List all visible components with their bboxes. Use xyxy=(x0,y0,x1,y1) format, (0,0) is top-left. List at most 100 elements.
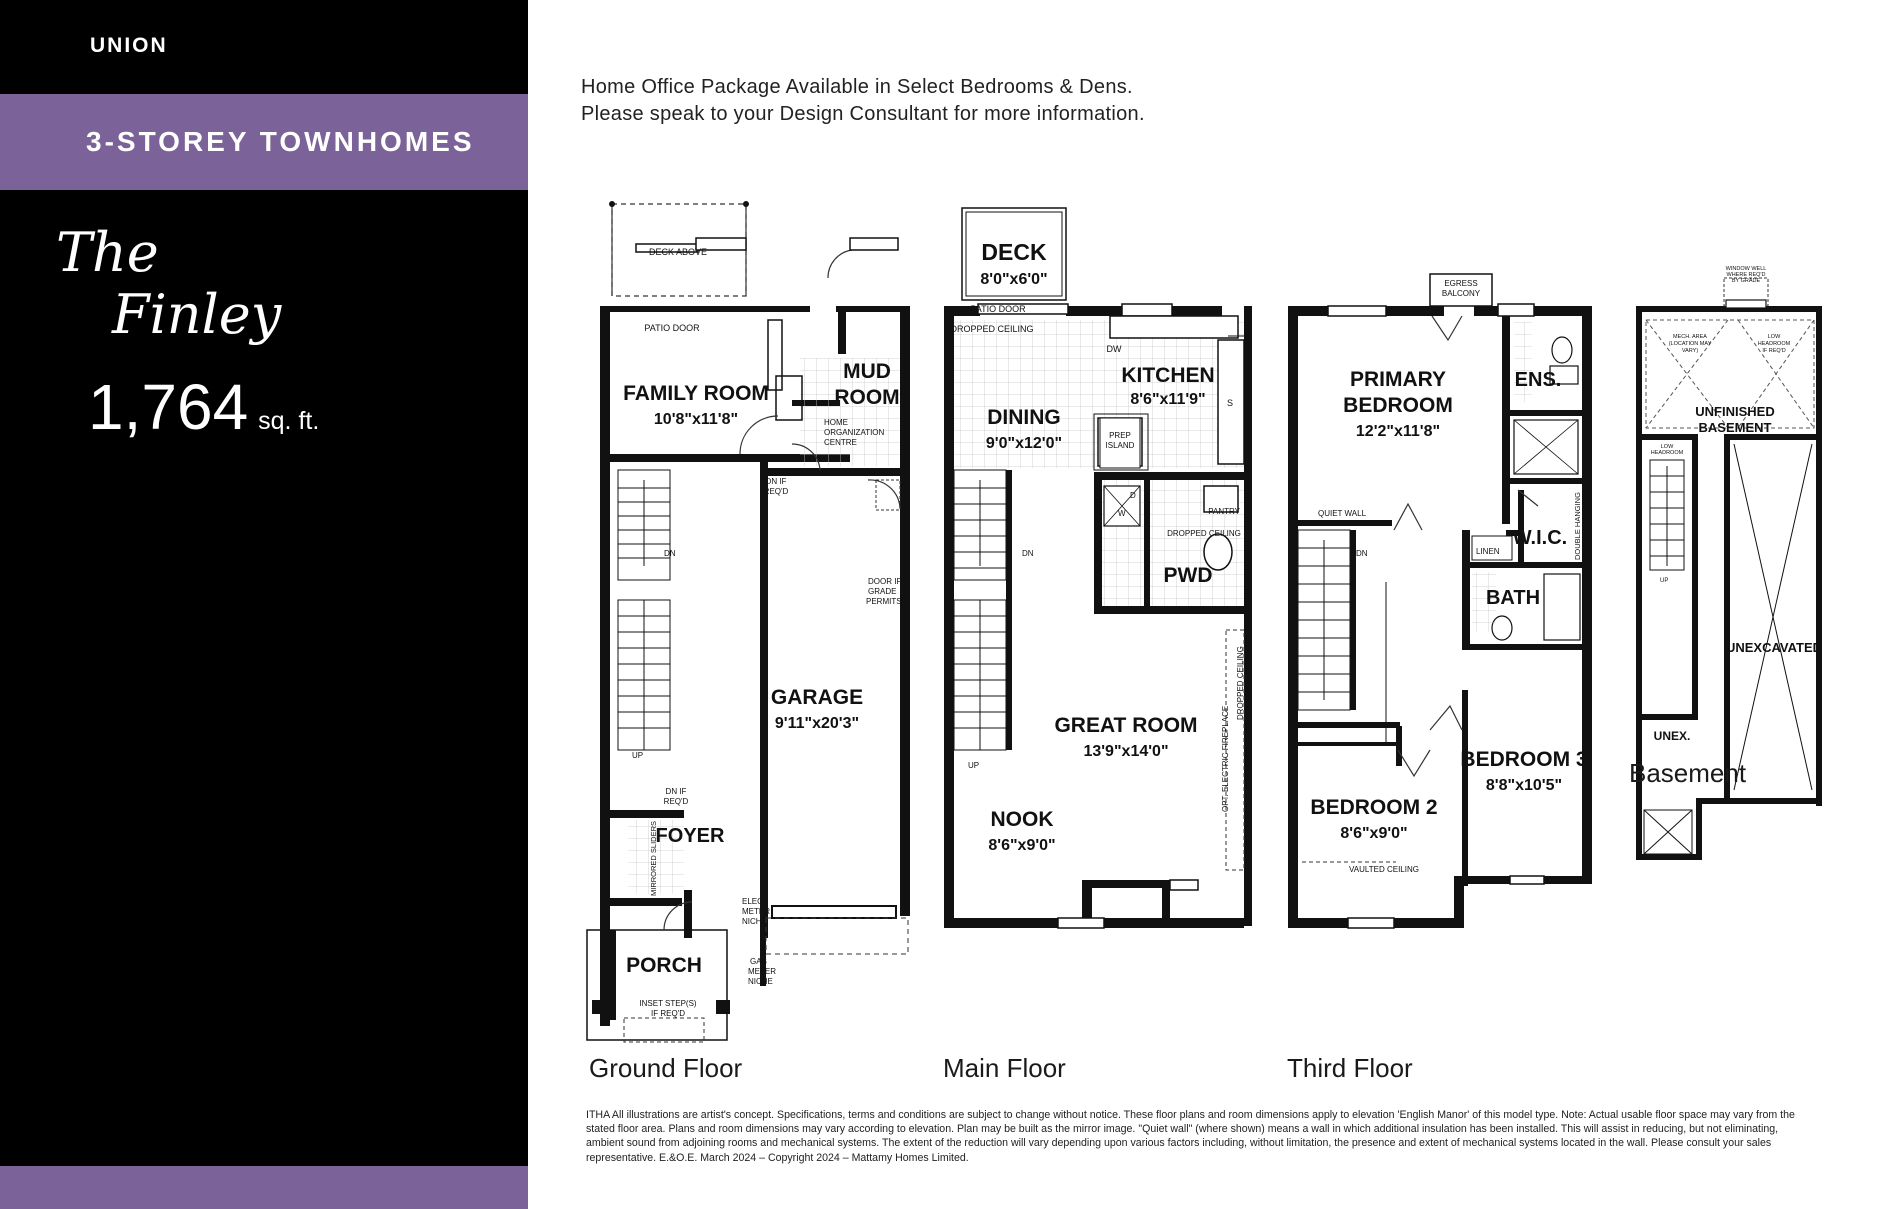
deck-dim: 8'0"x6'0" xyxy=(980,271,1047,288)
elec-meter-line3: NICHE xyxy=(742,917,767,926)
mech-area-line2: (LOCATION MAY xyxy=(1669,341,1712,347)
door-if-grade-line3: PERMITS xyxy=(866,597,902,606)
great-room-dropped-ceiling-label: DROPPED CEILING xyxy=(1236,646,1245,720)
unex-label: UNEX. xyxy=(1654,729,1691,743)
prep-island-line1: PREP xyxy=(1109,431,1131,440)
pantry-label: PANTRY xyxy=(1208,507,1240,516)
home-org-line2: ORGANIZATION xyxy=(824,428,885,437)
mech-area-line1: MECH. AREA xyxy=(1673,334,1707,340)
third-west-wall xyxy=(1288,306,1298,926)
sidebar: UNION 3-STOREY TOWNHOMES The Finley 1,76… xyxy=(0,0,528,1209)
great-room-label: GREAT ROOM xyxy=(1054,714,1197,737)
unfinished-basement-line1: UNFINISHED xyxy=(1695,404,1774,419)
main-up-label: UP xyxy=(968,761,979,770)
main-east-wall xyxy=(1244,306,1252,926)
low-headroom2-line2: HEADROOM xyxy=(1651,450,1684,456)
low-headroom-line1: LOW xyxy=(1768,334,1781,340)
third-dn-label: DN xyxy=(1356,549,1368,558)
category-band: 3-STOREY TOWNHOMES xyxy=(0,94,528,190)
primary-bedroom-line1: PRIMARY xyxy=(1350,368,1446,391)
sink-label: S xyxy=(1227,398,1233,408)
model-name: The Finley xyxy=(50,222,380,346)
home-org-line1: HOME xyxy=(824,418,848,427)
notice-line2: Please speak to your Design Consultant f… xyxy=(581,103,1145,125)
dw-label: DW xyxy=(1107,344,1122,354)
prep-island-line2: ISLAND xyxy=(1106,441,1135,450)
inset-steps-line2: IF REQ'D xyxy=(651,1009,685,1018)
window-well-line2: WHERE REQ'D xyxy=(1727,272,1766,278)
egress-balcony-line2: BALCONY xyxy=(1442,289,1481,298)
gas-meter-line2: METER xyxy=(748,967,776,976)
low-headroom-line3: IF REQ'D xyxy=(1762,348,1785,354)
gas-meter-line1: GAS xyxy=(750,957,767,966)
model-name-line2: Finley xyxy=(112,283,282,346)
unexcavated-label: UNEXCAVATED xyxy=(1726,640,1822,655)
window-well-line1: WINDOW WELL xyxy=(1726,266,1767,272)
basement-plan: WINDOW WELL WHERE REQ'D BY GRADE MECH. A… xyxy=(1636,266,1822,860)
bedroom3-label: BEDROOM 3 xyxy=(1460,748,1587,771)
unfinished-basement-line2: BASEMENT xyxy=(1699,420,1772,435)
footer-band xyxy=(0,1166,528,1209)
mud-room-label-line2: ROOM xyxy=(834,386,899,409)
elec-meter-line1: ELEC. xyxy=(742,897,765,906)
ground-floor-plan: DECK ABOVE PATIO DOOR FAMILY ROOM 10'8"x… xyxy=(586,201,910,1043)
model-name-line1: The xyxy=(56,221,159,284)
bedroom2-label: BEDROOM 2 xyxy=(1310,796,1437,819)
category-label: 3-STOREY TOWNHOMES xyxy=(86,126,475,157)
basement-east-wall xyxy=(1816,306,1822,806)
third-floor-plan: EGRESS BALCONY PRIMARY BEDROOM 12'2"x11'… xyxy=(1288,273,1592,929)
family-room-label: FAMILY ROOM xyxy=(623,382,769,405)
inset-steps-line1: INSET STEP(S) xyxy=(639,999,697,1008)
dn-if-reqd2-line2: REQ'D xyxy=(664,797,689,806)
pwd-dropped-ceiling-label: DROPPED CEILING xyxy=(1167,529,1241,538)
nook-dim: 8'6"x9'0" xyxy=(988,837,1055,854)
opt-fireplace-label: OPT. ELECTRIC FIREPLACE xyxy=(1221,706,1230,812)
bedroom3-dim: 8'8"x10'5" xyxy=(1486,777,1562,794)
nook-label: NOOK xyxy=(991,808,1054,831)
area-value: 1,764 xyxy=(88,371,249,443)
dn-if-reqd-line1: DN IF xyxy=(766,477,787,486)
notice-line1: Home Office Package Available in Select … xyxy=(581,76,1133,98)
fridge-label: F xyxy=(1227,472,1233,482)
wic-label: W.I.C. xyxy=(1513,527,1567,549)
main-west-wall xyxy=(944,306,954,926)
ground-patio-door-label: PATIO DOOR xyxy=(644,323,700,333)
dn-if-reqd-line2: REQ'D xyxy=(764,487,789,496)
dining-dim: 9'0"x12'0" xyxy=(986,435,1062,452)
door-if-grade-line1: DOOR IF xyxy=(868,577,901,586)
kitchen-dim: 8'6"x11'9" xyxy=(1130,391,1205,408)
great-room-dim: 13'9"x14'0" xyxy=(1083,743,1168,760)
double-hanging-label: DOUBLE HANGING xyxy=(1573,492,1582,560)
linen-label: LINEN xyxy=(1476,547,1500,556)
main-floor-label: Main Floor xyxy=(943,1053,1066,1083)
main-patio-door-label: PATIO DOOR xyxy=(970,304,1026,314)
dining-label: DINING xyxy=(987,406,1061,429)
mech-area-line3: VARY) xyxy=(1682,348,1698,354)
ground-west-wall xyxy=(600,306,610,1026)
bedroom2-dim: 8'6"x9'0" xyxy=(1340,825,1407,842)
ground-dn-label: DN xyxy=(664,549,676,558)
bath-label: BATH xyxy=(1486,587,1540,609)
legal-disclaimer: ITHA All illustrations are artist's conc… xyxy=(586,1109,1795,1164)
main-dn-label: DN xyxy=(1022,549,1034,558)
basement-up-label: UP xyxy=(1660,578,1668,584)
foyer-label: FOYER xyxy=(656,825,725,847)
dryer-label: D xyxy=(1130,491,1136,500)
third-floor-label: Third Floor xyxy=(1287,1053,1413,1083)
basement-west-wall xyxy=(1636,306,1642,860)
garage-dim: 9'11"x20'3" xyxy=(775,715,859,732)
ground-deck-above-label: DECK ABOVE xyxy=(649,247,707,257)
door-if-grade-line2: GRADE xyxy=(868,587,896,596)
gas-meter-line3: NICHE xyxy=(748,977,773,986)
garage-label: GARAGE xyxy=(771,686,863,709)
vaulted-ceiling-label: VAULTED CEILING xyxy=(1349,865,1419,874)
dn-if-reqd2-line1: DN IF xyxy=(666,787,687,796)
ground-up-label: UP xyxy=(632,751,643,760)
quiet-wall-label: QUIET WALL xyxy=(1318,509,1367,518)
main-dropped-ceiling-label: DROPPED CEILING xyxy=(950,324,1033,334)
main-floor-plan: DECK 8'0"x6'0" PATIO DOOR DROPPED CEILIN… xyxy=(944,207,1252,929)
low-headroom-line2: HEADROOM xyxy=(1758,341,1791,347)
mirrored-sliders-label: MIRRORED SLIDERS xyxy=(649,821,658,896)
pwd-label: PWD xyxy=(1164,564,1213,587)
